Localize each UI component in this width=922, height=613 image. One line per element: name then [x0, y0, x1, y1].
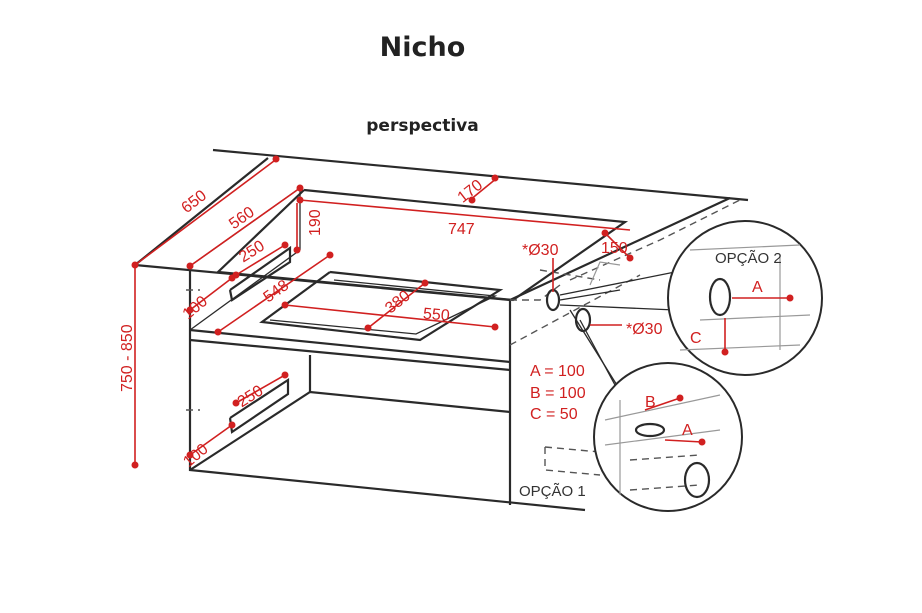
cabinet-outline [188, 187, 586, 512]
dimension-lines [134, 157, 631, 465]
detail-opcao-1 [593, 362, 743, 512]
dim-250-top: 250 [236, 237, 268, 266]
dim-250-bottom: 250 [235, 382, 267, 411]
dim-diameter-30-side: *Ø30 [626, 321, 663, 338]
hidden-lines [186, 199, 741, 476]
dim-550: 550 [422, 306, 450, 325]
dim-750-850: 750 - 850 [119, 324, 136, 392]
detail-a-option-1: A [682, 422, 693, 439]
option-2-label: OPÇÃO 2 [715, 250, 782, 267]
option-1-label: OPÇÃO 1 [519, 483, 586, 500]
legend-b: B = 100 [530, 385, 586, 402]
dimension-dots [131, 155, 794, 469]
dim-150: 150 [601, 240, 628, 257]
countertop-outline [134, 148, 749, 302]
dim-100-bottom: 100 [180, 441, 211, 471]
dim-747: 747 [448, 221, 475, 238]
legend-a: A = 100 [530, 363, 585, 380]
page-subtitle: perspectiva [366, 116, 479, 136]
detail-c-option-2: C [690, 330, 702, 347]
dim-548: 548 [261, 277, 293, 306]
detail-connectors [559, 271, 676, 391]
detail-a-option-2: A [752, 279, 763, 296]
dim-diameter-30-top: *Ø30 [522, 242, 559, 259]
dim-560: 560 [226, 204, 258, 233]
detail-b-option-1: B [645, 394, 656, 411]
dim-190: 190 [307, 209, 324, 236]
detail-opcao-2 [667, 220, 823, 376]
legend-c: C = 50 [530, 406, 578, 423]
dim-170: 170 [455, 177, 487, 207]
page-title: Nicho [379, 32, 466, 63]
